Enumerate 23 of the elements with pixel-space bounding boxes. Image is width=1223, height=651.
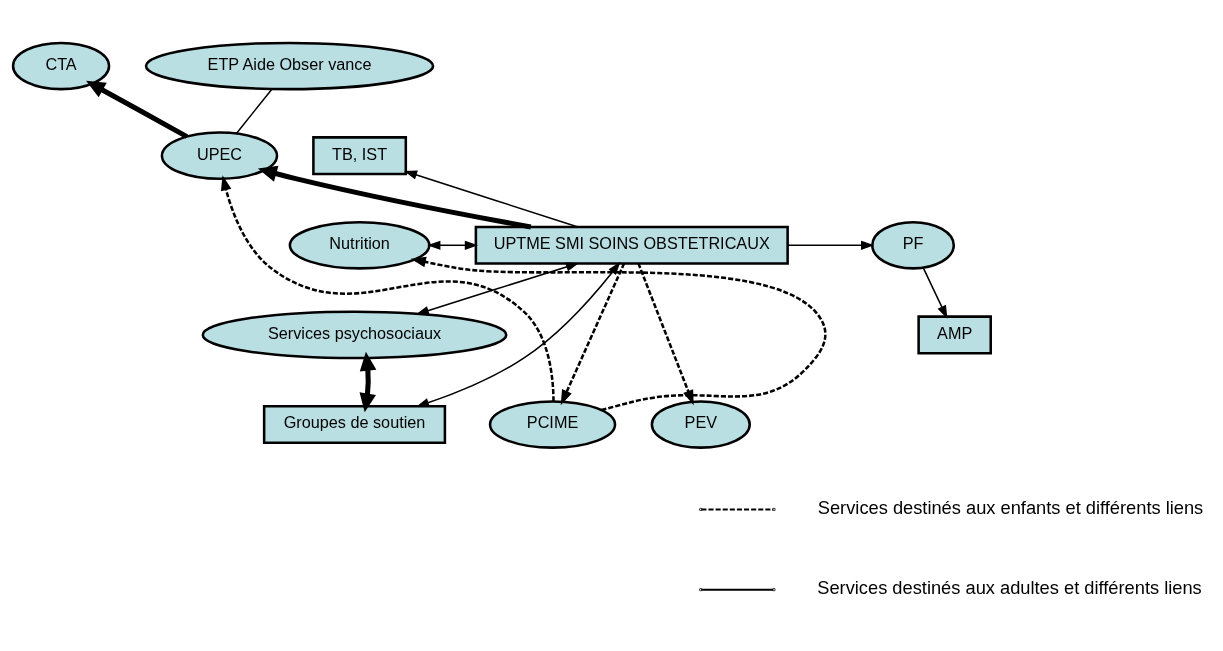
node-ellipse: PCIME: [488, 400, 617, 449]
node-box: AMP: [917, 315, 992, 355]
node-box: UPTME SMI SOINS OBSTETRICAUX: [474, 225, 789, 265]
node-ellipse: PEV: [650, 400, 751, 449]
arrow: [410, 256, 827, 412]
arrow: [86, 80, 189, 139]
node-box: Groupes de soutien: [262, 404, 447, 445]
arrow: [415, 262, 580, 315]
node-ellipse: CTA: [11, 41, 111, 91]
arrow: [359, 351, 377, 413]
node-box: TB, IST: [312, 136, 408, 176]
node-ellipse: ETP Aide Obser vance: [144, 41, 435, 91]
node-ellipse: PF: [871, 220, 956, 270]
arrow: [922, 267, 948, 319]
arrow: [787, 240, 875, 250]
legend-label: Services destinés aux adultes et différents liens: [817, 577, 1202, 599]
arrow: [257, 165, 532, 230]
arrow: [403, 170, 579, 228]
arrow: [427, 240, 478, 250]
node-ellipse: Services psychosociaux: [201, 310, 508, 360]
connector: [235, 88, 273, 135]
arrow: [220, 175, 555, 402]
legend-label: Services destinés aux enfants et différents liens: [817, 496, 1204, 518]
